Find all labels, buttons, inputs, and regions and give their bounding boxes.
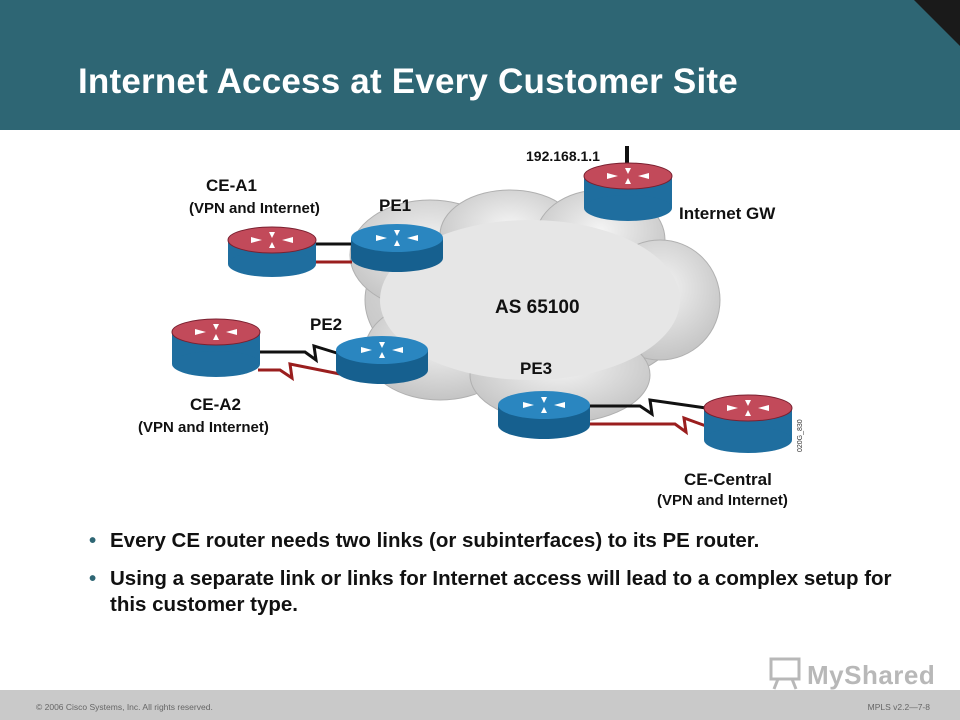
figure-id-label: 020G_830: [797, 419, 804, 452]
internet-gw-router-icon: [583, 162, 673, 221]
pe2-label: PE2: [310, 315, 342, 334]
slide-reference: MPLS v2.2—7-8: [867, 702, 930, 712]
bullet-item: • Using a separate link or links for Int…: [86, 566, 906, 618]
presentation-board-icon: [769, 657, 801, 690]
internet-gw-label: Internet GW: [679, 204, 776, 223]
network-diagram: AS 65100: [138, 146, 804, 509]
ce-a2-sublabel: (VPN and Internet): [138, 419, 269, 436]
watermark-text: MyShared: [807, 660, 936, 690]
link-ce-a1-pe1: [314, 242, 352, 264]
cloud-label: AS 65100: [495, 297, 580, 318]
bullet-text: Using a separate link or links for Inter…: [110, 567, 892, 616]
bullet-marker: •: [89, 529, 97, 552]
link-pe3-ce-central: [588, 398, 707, 436]
bullet-text: Every CE router needs two links (or subi…: [110, 529, 760, 552]
corner-decoration: [914, 0, 960, 46]
copyright-text: © 2006 Cisco Systems, Inc. All rights re…: [36, 702, 213, 712]
ce-a2-label: CE-A2: [190, 395, 241, 414]
cloud-core: [380, 220, 680, 380]
link-ce-a2-pe2: [258, 343, 341, 382]
watermark-logo: MyShared: [768, 656, 935, 694]
ce-a1-label: CE-A1: [206, 176, 257, 195]
pe3-label: PE3: [520, 359, 552, 378]
bullet-item: • Every CE router needs two links (or su…: [86, 528, 906, 554]
ce-central-label: CE-Central: [684, 470, 772, 489]
ce-a2-router-icon: [171, 318, 261, 377]
pe1-label: PE1: [379, 196, 411, 215]
bullet-marker: •: [89, 567, 97, 590]
ce-a1-sublabel: (VPN and Internet): [189, 200, 320, 217]
gateway-ip-label: 192.168.1.1: [526, 148, 600, 164]
title-bar: [0, 0, 960, 130]
ce-a1-router-icon: [227, 226, 317, 277]
bullet-list: • Every CE router needs two links (or su…: [86, 528, 906, 630]
pe3-router-icon: [498, 391, 590, 439]
pe1-router-icon: [351, 224, 443, 272]
ce-central-sublabel: (VPN and Internet): [657, 492, 788, 509]
slide-title: Internet Access at Every Customer Site: [78, 62, 738, 101]
footer-bar: [0, 690, 960, 720]
ce-central-router-icon: [703, 394, 793, 453]
pe2-router-icon: [336, 336, 428, 384]
